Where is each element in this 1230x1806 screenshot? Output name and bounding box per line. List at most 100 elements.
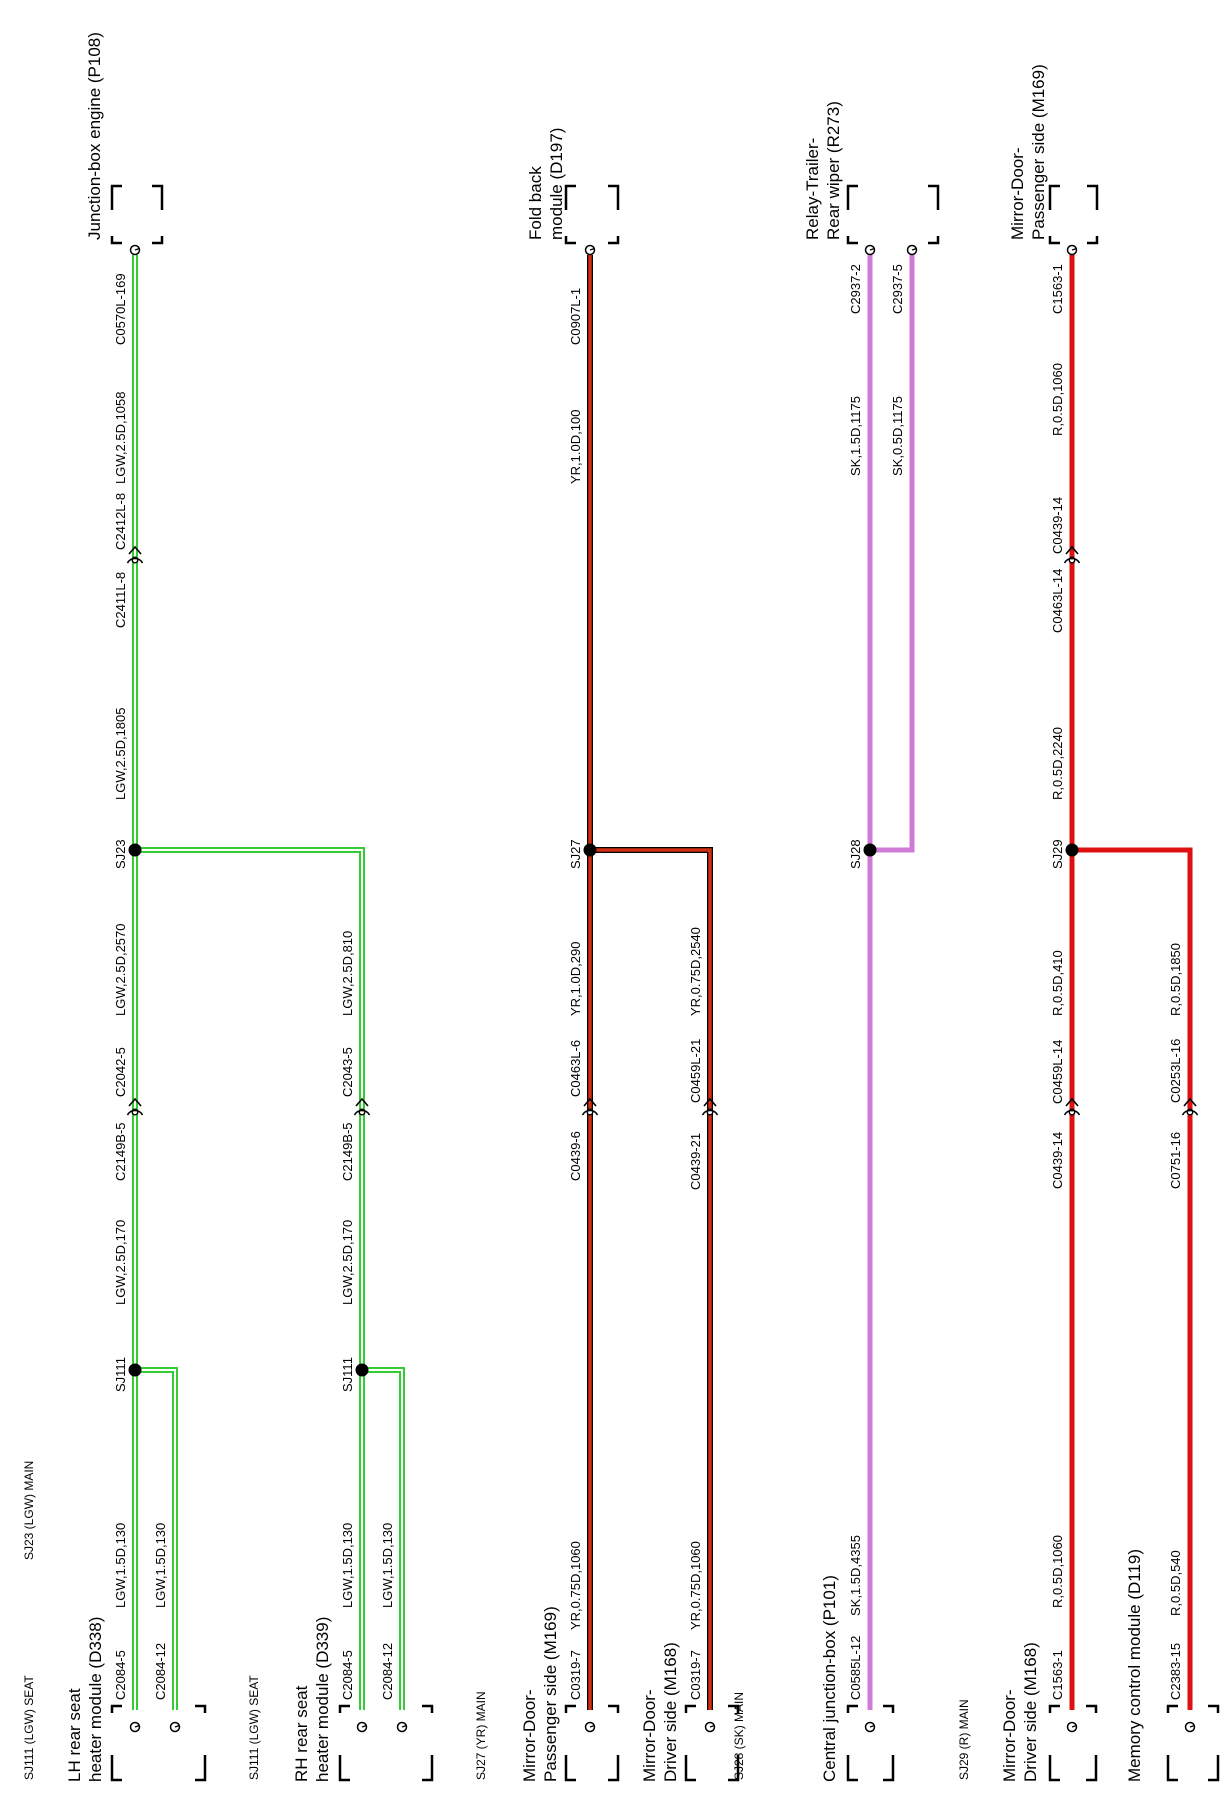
component-label: Driver side (M168)	[661, 1642, 680, 1782]
inline-connector-socket-icon	[126, 557, 144, 564]
connector-label: C2084-5	[340, 1650, 355, 1700]
connector-label: C0459L-21	[688, 1039, 703, 1103]
inline-connector-arrow-icon	[128, 1097, 142, 1107]
connector-label: C2084-5	[113, 1650, 128, 1700]
inline-connector-socket-icon	[701, 1109, 719, 1116]
wire-sk	[870, 255, 915, 853]
splice-dot	[128, 843, 142, 857]
splice-dot	[128, 1363, 142, 1377]
component-label: Fold back	[526, 166, 545, 240]
connector-label: C2042-5	[113, 1047, 128, 1097]
component-label: heater module (D338)	[86, 1617, 105, 1782]
inline-connector-arrow-icon	[355, 1097, 369, 1107]
component-label: Junction-box engine (P108)	[85, 32, 104, 240]
connector-label: C2149B-5	[113, 1122, 128, 1181]
component-label: Central junction-box (P101)	[820, 1575, 839, 1782]
splice-label: SJ27	[568, 839, 583, 869]
inline-connector-arrow-icon	[583, 1097, 597, 1107]
connector-label: C0463L-14	[1050, 569, 1065, 633]
wire-label: LGW,2.5D,2570	[113, 924, 128, 1017]
inline-connector-arrow-icon	[1065, 545, 1079, 555]
wire-label: LGW,2.5D,170	[113, 1220, 128, 1305]
inline-connector-arrow-icon	[703, 1097, 717, 1107]
wire-label: LGW,1.5D,130	[153, 1523, 168, 1608]
wire-label: SK,1.5D,1175	[848, 396, 863, 476]
component-label: RH rear seat	[292, 1685, 311, 1782]
component-label: LH rear seat	[65, 1688, 84, 1782]
central-jb-bracket	[846, 1704, 895, 1782]
wire-lgw-stripe	[135, 849, 363, 1710]
splice-label: SJ111	[340, 1357, 355, 1392]
connector-label: C2412L-8	[113, 493, 128, 550]
splice-dot	[1065, 843, 1079, 857]
wire-label: LGW,2.5D,170	[340, 1220, 355, 1305]
connector-label: C0319-7	[568, 1650, 583, 1700]
connector-label: C0319-7	[688, 1650, 703, 1700]
component-pin-tick-icon	[589, 247, 595, 251]
connector-label: C2383-15	[1168, 1643, 1183, 1700]
harness-header: SJ111 (LGW) SEAT	[247, 1675, 261, 1780]
connector-label: C2043-5	[340, 1047, 355, 1097]
connector-label: C0570L-169	[113, 273, 128, 345]
wire-yr-stripe	[590, 848, 712, 1710]
wire-label: YR,0.75D,1060	[568, 1541, 583, 1630]
wire-lgw	[135, 847, 365, 1710]
component-pin-tick-icon	[1071, 247, 1077, 251]
wire-layer	[132, 255, 1193, 1710]
connector-label: C0907L-1	[568, 288, 583, 345]
connector-label: C0751-16	[1168, 1132, 1183, 1189]
component-pin-tick-icon	[134, 1724, 140, 1728]
wire-r	[1072, 847, 1193, 1710]
lh-heater-bracket	[110, 1704, 207, 1782]
harness-header: SJ23 (LGW) MAIN	[22, 1461, 36, 1560]
connector-label: C1563-1	[1050, 264, 1065, 314]
inline-connector-arrow-icon	[1183, 1097, 1197, 1107]
splice-dot	[355, 1363, 369, 1377]
wire-label: R,0.5D,1060	[1050, 1535, 1065, 1608]
component-pin-tick-icon	[709, 1724, 715, 1728]
connector-label: C2937-2	[848, 264, 863, 314]
connector-label: C2411L-8	[113, 572, 128, 628]
connector-label: C2149B-5	[340, 1122, 355, 1181]
component-pin-tick-icon	[869, 1724, 875, 1728]
connector-label: C0253L-16	[1168, 1039, 1183, 1103]
rh-heater-bracket	[338, 1704, 434, 1782]
wire-label: SK,0.5D,1175	[890, 396, 905, 476]
mirror-driver-bracket	[684, 1704, 740, 1782]
wire-label: LGW,2.5D,1058	[113, 392, 128, 485]
connector-label: C0585L-12	[848, 1636, 863, 1700]
splice-dot	[863, 843, 877, 857]
wire-label: SK,1.5D,4355	[848, 1535, 863, 1616]
wire-label: YR,1.0D,100	[568, 410, 583, 484]
harness-header: SJ28 (SK) MAIN	[732, 1692, 746, 1780]
component-label: Relay-Trailer-	[803, 138, 822, 240]
wire-label: LGW,2.5D,810	[340, 931, 355, 1016]
inline-connector-socket-icon	[581, 1109, 599, 1116]
wire-lgw-stripe	[362, 1369, 403, 1710]
connector-label: C2937-5	[890, 264, 905, 314]
inline-connector-socket-icon	[1063, 557, 1081, 564]
connector-label: C0463L-6	[568, 1040, 583, 1097]
component-label: Mirror-Door-	[1000, 1689, 1019, 1782]
splice-label: SJ29	[1050, 839, 1065, 869]
mirror-pass-bracket	[564, 1704, 620, 1782]
harness-header: SJ111 (LGW) SEAT	[22, 1675, 36, 1780]
junction-box-engine-bracket	[110, 184, 164, 245]
memory-module-bracket	[1166, 1704, 1220, 1782]
wire-label: YR,0.75D,1060	[688, 1541, 703, 1630]
wire-label: R,0.5D,1060	[1050, 363, 1065, 436]
connector-label: C0439-14	[1050, 497, 1065, 554]
component-label: Driver side (M168)	[1021, 1642, 1040, 1782]
wire-label: LGW,1.5D,130	[380, 1523, 395, 1608]
inline-connector-arrow-icon	[128, 545, 142, 555]
connector-label: C2084-12	[380, 1643, 395, 1700]
wire-label: LGW,2.5D,1805	[113, 708, 128, 801]
component-label: module (D197)	[547, 128, 566, 240]
inline-connector-socket-icon	[353, 1109, 371, 1116]
splice-label: SJ111	[113, 1357, 128, 1392]
component-label: Memory control module (D119)	[1125, 1549, 1144, 1782]
splice-label: SJ23	[113, 839, 128, 869]
component-pin-tick-icon	[134, 247, 140, 251]
harness-header: SJ29 (R) MAIN	[957, 1699, 971, 1780]
wire-label: R,0.5D,2240	[1050, 727, 1065, 800]
